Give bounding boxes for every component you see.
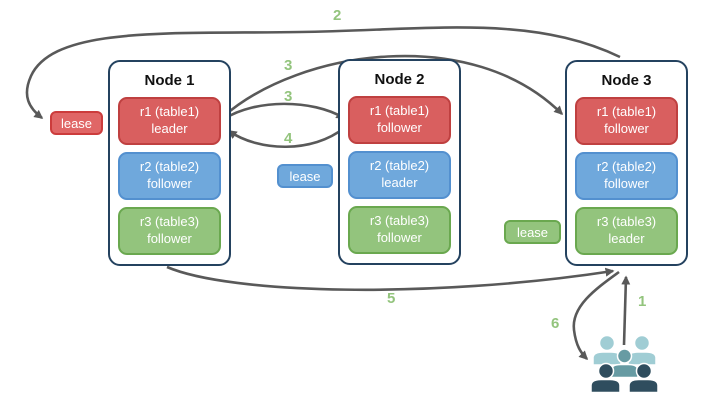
replica-role: follower [377, 120, 422, 135]
arrow-5-node1-to-node3 [166, 265, 615, 292]
node3-replica-r1-follower: r1 (table1) follower [575, 97, 678, 145]
lease-badge-table2: lease [277, 164, 333, 188]
replica-role: leader [151, 121, 188, 136]
node-1: Node 1 r1 (table1) leader r2 (table2) fo… [108, 60, 231, 266]
user-group-icon [590, 334, 659, 393]
replica-role: leader [381, 175, 418, 190]
step-label-2: 2 [333, 7, 342, 24]
step-label-1: 1 [638, 293, 647, 310]
step-label-4: 4 [284, 130, 293, 147]
lease-badge-table1: lease [50, 111, 103, 135]
node2-replica-r1-follower: r1 (table1) follower [348, 96, 451, 144]
step-label-3a: 3 [284, 57, 293, 74]
arrow-3-node1-to-node2 [223, 102, 346, 121]
replica-name: r3 (table3) [596, 214, 657, 230]
replica-name: r2 (table2) [369, 158, 430, 174]
replica-role: follower [604, 176, 649, 191]
node2-replica-r3-follower: r3 (table3) follower [348, 206, 451, 254]
replica-role: follower [604, 121, 649, 136]
replica-name: r1 (table1) [139, 104, 200, 120]
replica-name: r2 (table2) [139, 159, 200, 175]
step-label-3b: 3 [284, 88, 293, 105]
replica-name: r3 (table3) [369, 213, 430, 229]
node-1-title: Node 1 [144, 72, 195, 89]
replica-name: r3 (table3) [139, 214, 200, 230]
node1-replica-r2-follower: r2 (table2) follower [118, 152, 221, 200]
node3-replica-r2-follower: r2 (table2) follower [575, 152, 678, 200]
step-label-6: 6 [551, 315, 560, 332]
node-2: Node 2 r1 (table1) follower r2 (table2) … [338, 59, 461, 265]
node1-replica-r3-follower: r3 (table3) follower [118, 207, 221, 255]
replica-role: leader [608, 231, 645, 246]
replica-name: r1 (table1) [369, 103, 430, 119]
node-2-title: Node 2 [374, 71, 425, 88]
replica-name: r1 (table1) [596, 104, 657, 120]
node-3-title: Node 3 [601, 72, 652, 89]
replica-role: follower [377, 230, 422, 245]
node-3: Node 3 r1 (table1) follower r2 (table2) … [565, 60, 688, 266]
node3-replica-r3-leader: r3 (table3) leader [575, 207, 678, 255]
step-label-5: 5 [387, 290, 396, 307]
node1-replica-r1-leader: r1 (table1) leader [118, 97, 221, 145]
lease-badge-table3: lease [504, 220, 561, 244]
replica-role: follower [147, 176, 192, 191]
replica-name: r2 (table2) [596, 159, 657, 175]
replica-role: follower [147, 231, 192, 246]
node2-replica-r2-leader: r2 (table2) leader [348, 151, 451, 199]
